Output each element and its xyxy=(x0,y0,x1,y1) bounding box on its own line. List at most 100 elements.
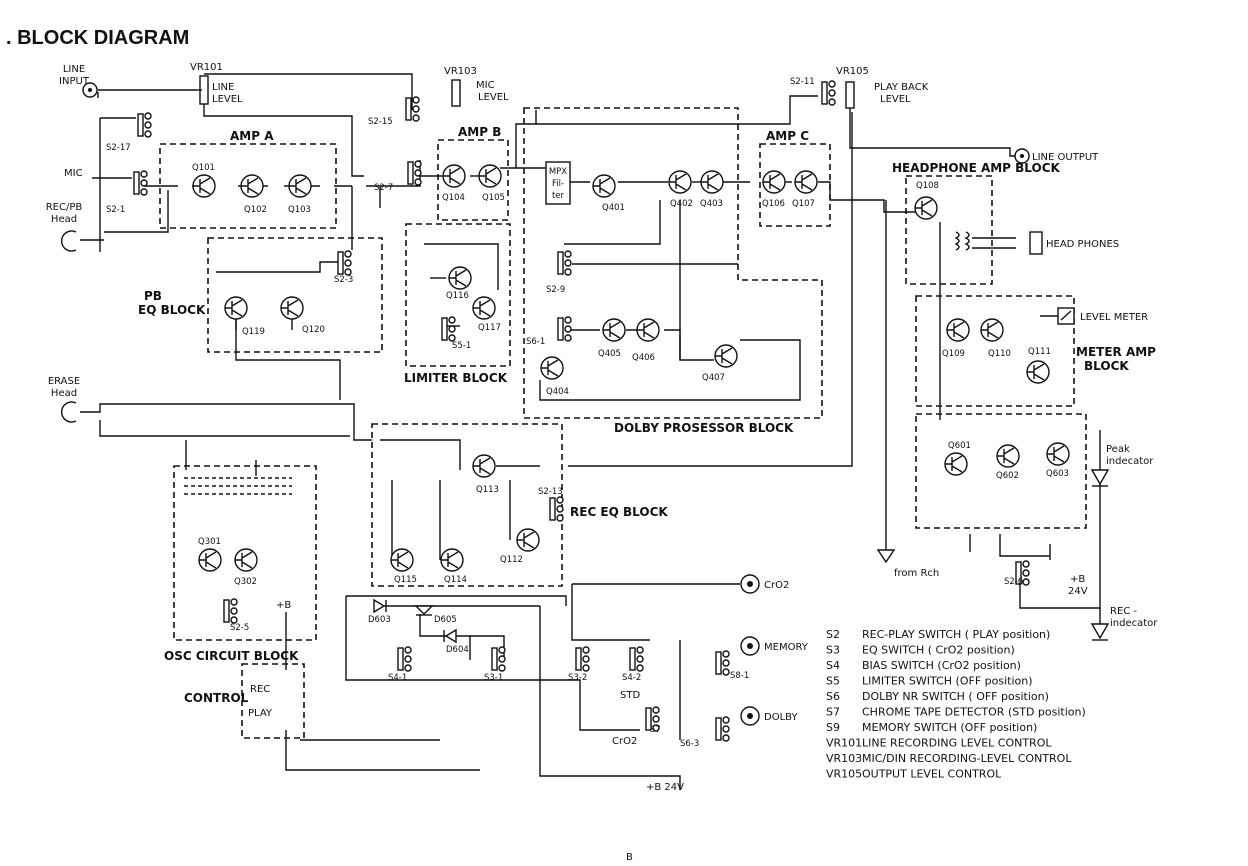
control-block xyxy=(241,663,305,739)
transistor-q602-icon xyxy=(996,444,1020,468)
erase-head-icon xyxy=(60,401,77,423)
pb-eq-label-2: EQ BLOCK xyxy=(138,303,206,317)
osc-label: OSC CIRCUIT BLOCK xyxy=(164,649,299,663)
line-output-jack xyxy=(1014,148,1030,164)
switch-s4-1-label: S4-1 xyxy=(388,673,407,683)
legend-symbol: S3 xyxy=(826,644,840,657)
transistor-q302-icon xyxy=(234,548,258,572)
switch-s6-1-icon xyxy=(557,316,572,342)
amp-c-label: AMP C xyxy=(766,129,809,143)
pb-eq-block xyxy=(207,237,383,353)
diode-d603-icon xyxy=(373,598,387,614)
d605-label: D605 xyxy=(434,615,457,625)
limiter-label: LIMITER BLOCK xyxy=(404,371,508,385)
peak-indicator-label-1: Peak xyxy=(1106,444,1130,455)
legend-text: LIMITER SWITCH (OFF position) xyxy=(862,675,1033,688)
headphone-amp-label: HEADPHONE AMP BLOCK xyxy=(892,161,1061,175)
switch-s2-13-label: S2-13 xyxy=(538,487,563,497)
rec-indicator-label-2: indecator xyxy=(1110,618,1158,629)
line-input-label-2: INPUT xyxy=(59,76,90,87)
switch-s6-3-icon xyxy=(715,716,730,742)
control-label: CONTROL xyxy=(184,691,249,705)
legend-symbol: VR105 xyxy=(826,768,862,781)
switch-s2-5-icon xyxy=(223,598,238,624)
from-rch-label: from Rch xyxy=(894,568,939,579)
control-play-label: PLAY xyxy=(248,708,273,719)
memory-lamp-icon xyxy=(740,636,760,656)
transistor-q105-label: Q105 xyxy=(482,193,505,203)
transistor-q603-icon xyxy=(1046,442,1070,466)
switch-s2-1-icon xyxy=(133,170,148,196)
transistor-q402-label: Q402 xyxy=(670,199,693,209)
legend-text: DOLBY NR SWITCH ( OFF position) xyxy=(862,690,1049,703)
head-phones-label: HEAD PHONES xyxy=(1046,239,1119,250)
cro2-lamp-icon xyxy=(740,574,760,594)
transistor-q601-icon xyxy=(944,452,968,476)
peak-indicator-label-2: indecator xyxy=(1106,456,1154,467)
transistor-q106-label: Q106 xyxy=(762,199,785,209)
transistor-q108-icon xyxy=(914,196,938,220)
control-rec-label: REC xyxy=(250,684,270,695)
switch-s4-2-label: S4-2 xyxy=(622,673,641,683)
switch-s2-5-label: S2-5 xyxy=(230,623,249,633)
amp-b-block xyxy=(437,139,509,221)
transistor-q403-label: Q403 xyxy=(700,199,723,209)
rec-indicator-label-1: REC - xyxy=(1110,606,1137,617)
rec-eq-label: REC EQ BLOCK xyxy=(570,505,668,519)
page-footer: B xyxy=(626,852,633,863)
transistor-q101-icon xyxy=(192,174,216,198)
transistor-q603-label: Q603 xyxy=(1046,469,1069,479)
indicator-block xyxy=(915,413,1087,529)
transistor-q120-icon xyxy=(280,296,304,320)
transistor-q403-icon xyxy=(700,170,724,194)
transistor-q119-icon xyxy=(224,296,248,320)
switch-s2-7-label: S2-7 xyxy=(374,183,393,193)
line-level-label-2: LEVEL xyxy=(212,94,243,105)
legend-symbol: S2 xyxy=(826,628,840,641)
transistor-q301-label: Q301 xyxy=(198,537,221,547)
transistor-q407-label: Q407 xyxy=(702,373,725,383)
switch-s8-1-icon xyxy=(715,650,730,676)
switch-s2-17-label: S2-17 xyxy=(106,143,131,153)
switch-s3-1-icon xyxy=(491,646,506,672)
transistor-q120-label: Q120 xyxy=(302,325,325,335)
transistor-q117-icon xyxy=(472,296,496,320)
osc-block xyxy=(173,465,317,641)
transistor-q119-label: Q119 xyxy=(242,327,265,337)
rec-eq-block xyxy=(371,423,563,587)
headphones-jack-icon xyxy=(1029,231,1043,255)
switch-s2-11-label: S2-11 xyxy=(790,77,815,87)
transistor-q402-icon xyxy=(668,170,692,194)
rec-pb-head-icon xyxy=(60,230,77,252)
switch-s2-9-label: S2-9 xyxy=(546,285,565,295)
mpx-filter-line2: Fil- xyxy=(552,179,564,189)
mpx-filter-line3: ter xyxy=(552,191,565,201)
switch-s4-2-icon xyxy=(629,646,644,672)
transistor-q114-icon xyxy=(440,548,464,572)
limiter-block xyxy=(405,223,511,367)
rec-indicator-led-icon xyxy=(1090,623,1110,641)
legend-symbol: S5 xyxy=(826,675,840,688)
transistor-q106-icon xyxy=(762,170,786,194)
transistor-q404-icon xyxy=(540,356,564,380)
d603-label: D603 xyxy=(368,615,391,625)
transistor-q109-icon xyxy=(946,318,970,342)
transistor-q117-label: Q117 xyxy=(478,323,501,333)
legend-text: LINE RECORDING LEVEL CONTROL xyxy=(862,737,1052,750)
switch-s3-2-label: S3-2 xyxy=(568,673,587,683)
transistor-q104-icon xyxy=(442,164,466,188)
transistor-q401-icon xyxy=(592,174,616,198)
mpx-filter-line1: MPX xyxy=(549,167,567,177)
cro2-switch-label: CrO2 xyxy=(612,736,637,747)
std-label: STD xyxy=(620,690,640,701)
transistor-q116-label: Q116 xyxy=(446,291,469,301)
switch-s3-1-label: S3-1 xyxy=(484,673,503,683)
diode-d604-icon xyxy=(443,628,457,644)
dolby-label: DOLBY PROSESSOR BLOCK xyxy=(614,421,794,435)
transistor-q102-label: Q102 xyxy=(244,205,267,215)
line-input-label-1: LINE xyxy=(63,64,85,75)
switch-s7-label: S7 xyxy=(650,725,661,735)
switch-s6-1-label: S6-1 xyxy=(526,337,545,347)
transistor-q113-label: Q113 xyxy=(476,485,499,495)
